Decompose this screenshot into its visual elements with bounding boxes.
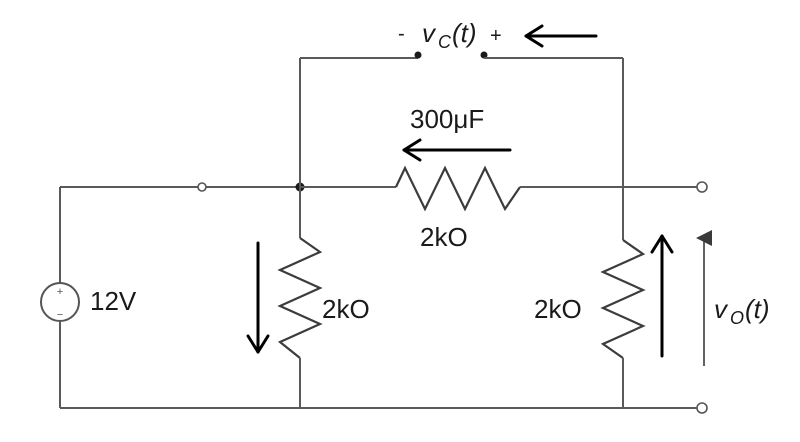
series-resistor: 2kO [300,165,697,252]
left-resistor-symbol [277,237,323,359]
voltage-source: + − 12V [40,187,137,408]
current-arrow-right [650,234,674,358]
vc-plus: + [490,25,502,47]
current-arrow-left [246,241,270,354]
source-label: 12V [90,286,137,316]
series-resistor-value: 2kO [420,222,468,252]
vo-prefix: v [714,294,729,324]
source-plus: + [57,286,63,298]
left-resistor: 2kO [277,187,370,408]
left-resistor-value: 2kO [322,294,370,324]
switch [60,182,300,192]
right-resistor-value: 2kO [534,294,582,324]
vc-arrow [524,24,598,48]
capacitor-value: 300μF [410,104,484,134]
output-terminal-bottom [696,402,708,414]
vc-label: - v C (t) + [398,18,502,52]
vc-minus: - [398,23,405,45]
vc-sub: C [438,32,452,52]
right-resistor-symbol [600,239,646,359]
capacitor-branch [299,51,624,240]
source-minus: − [57,309,63,321]
switch-contact [197,182,207,192]
vo-label: v O (t) [714,294,770,328]
vo-suffix: (t) [745,294,770,324]
cap-terminal-right [480,51,488,59]
right-resistor: 2kO [534,239,646,408]
current-arrow-series [402,138,512,162]
vc-prefix: v [422,18,437,48]
vc-suffix: (t) [452,18,477,48]
vo-sub: O [730,308,744,328]
cap-terminal-left [414,51,422,59]
series-resistor-symbol [395,165,521,212]
output-terminal-top [696,181,708,193]
